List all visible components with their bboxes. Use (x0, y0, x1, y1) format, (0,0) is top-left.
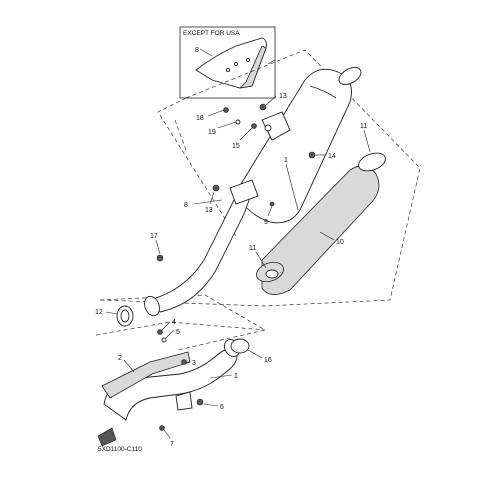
screw-hole (225, 67, 231, 73)
callout-2: 2 (118, 355, 122, 362)
joint-pipe-end (144, 295, 160, 317)
clamp-16 (230, 338, 250, 354)
muffler-seam (309, 85, 337, 99)
callout-11a: 11 (360, 123, 367, 130)
leader-19 (217, 121, 237, 129)
muffler-body (235, 67, 362, 224)
callout-8b: 8 (184, 202, 188, 209)
leader-8a (199, 48, 213, 57)
guard-end-upper (358, 152, 386, 172)
callout-5: 5 (176, 329, 180, 336)
diagram-code: 5XD1100-C110 (98, 446, 142, 453)
leader-13b (209, 191, 215, 205)
callout-8a: 8 (195, 47, 199, 54)
leader-4 (161, 321, 171, 331)
callout-14: 14 (328, 153, 336, 160)
leader-8b (193, 199, 223, 205)
inset-frame (179, 26, 276, 99)
callout-1b: 1 (234, 373, 238, 380)
callout-18: 18 (196, 115, 204, 122)
callout-16: 16 (264, 357, 272, 364)
leader-6 (203, 403, 219, 407)
joint-pipe (144, 179, 259, 317)
inset-dashed-link (174, 119, 187, 151)
screw-hole (233, 61, 239, 67)
leader-11b (255, 251, 267, 269)
callout-17: 17 (150, 233, 158, 240)
inset-pointer (267, 59, 276, 65)
nut-6 (196, 398, 204, 406)
washer-19 (235, 119, 241, 125)
leader-5 (165, 329, 175, 339)
nut-13a (259, 103, 267, 111)
bracket-hole (264, 124, 272, 132)
leader-13a (264, 95, 277, 107)
joint-pipe-body (149, 191, 253, 313)
leader-2 (123, 359, 135, 373)
nut-3 (181, 359, 187, 365)
callout-11b: 11 (249, 245, 256, 252)
washer-5 (161, 337, 167, 343)
muffler-bracket (261, 111, 291, 141)
leader-15 (239, 127, 253, 141)
guard-hole (265, 269, 279, 279)
leader-9 (267, 205, 273, 217)
joint-pipe-flange (229, 179, 259, 205)
callout-1a: 1 (284, 157, 288, 164)
spark-arrester-side (238, 45, 267, 89)
stud-7 (159, 425, 165, 431)
callout-15: 15 (232, 143, 240, 150)
muffler-outlet (338, 67, 362, 85)
leader-11a (363, 129, 371, 153)
collar-15 (251, 123, 257, 129)
callout-7: 7 (170, 441, 174, 448)
gasket-12-inner (120, 309, 130, 323)
screw-hole (245, 57, 251, 63)
leader-10 (319, 231, 335, 241)
bolt-17 (156, 254, 164, 262)
bolt-4 (157, 329, 163, 335)
leader-12 (105, 311, 118, 315)
exhaust-pipe-flange (175, 391, 193, 411)
leader-1a (285, 163, 299, 211)
leader-1b (209, 374, 233, 379)
screw-9 (269, 201, 275, 207)
callout-3: 3 (192, 360, 196, 367)
muffler-shell (235, 68, 352, 224)
callout-13a: 13 (279, 93, 287, 100)
callout-12: 12 (95, 309, 103, 316)
callout-19: 19 (208, 129, 216, 136)
nut-13b (212, 184, 220, 192)
callout-13b: 13 (205, 207, 213, 214)
leader-7 (163, 429, 171, 439)
assembly-boundary-left (157, 97, 237, 237)
bolt-18 (223, 107, 229, 113)
inset-except-for-usa: EXCEPT FOR USA (179, 26, 276, 99)
fasteners (156, 103, 316, 431)
leader-18 (207, 109, 225, 117)
callout-9: 9 (264, 219, 268, 226)
leader-lines (105, 95, 371, 439)
callout-6: 6 (220, 404, 224, 411)
bolt-14 (308, 151, 316, 159)
assembly-boundary-upper (99, 49, 421, 307)
gasket-bottom (97, 427, 117, 447)
callout-4: 4 (172, 319, 176, 326)
muffler-guard (256, 152, 386, 295)
inset-title: EXCEPT FOR USA (183, 30, 240, 37)
leader-17 (155, 239, 161, 255)
leader-16 (247, 349, 263, 359)
callout-labels: 8 13 18 19 15 11 14 1 8 13 9 17 11 10 12… (95, 47, 367, 448)
callout-10: 10 (336, 239, 344, 246)
